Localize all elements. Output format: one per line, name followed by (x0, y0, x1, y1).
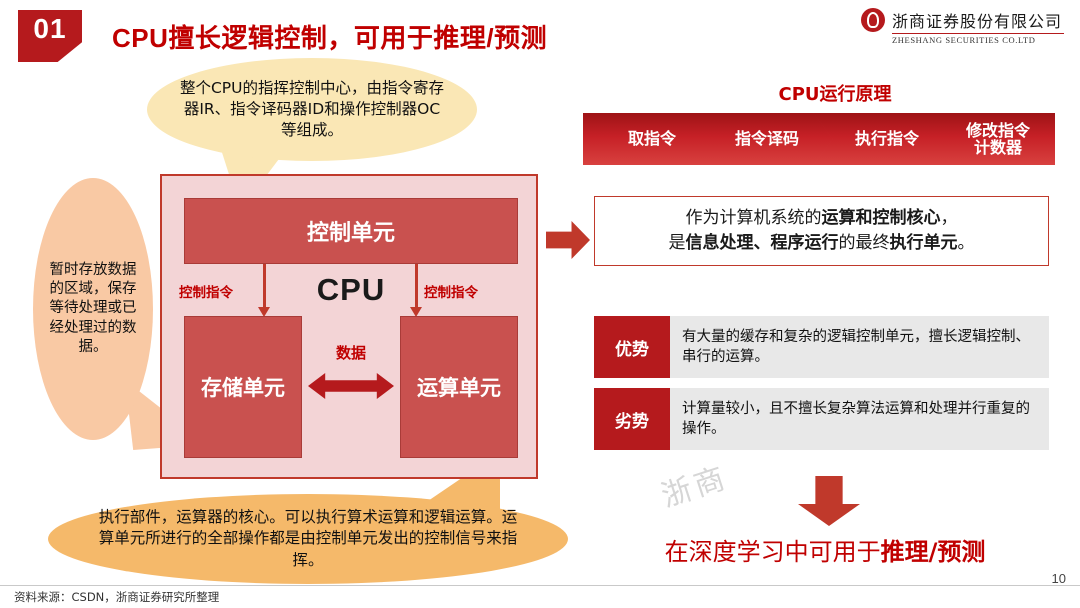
conclusion-bold: 推理/预测 (880, 538, 986, 566)
flow-step-1-label: 取指令 (627, 129, 676, 149)
flow-chart: 取指令 指令译码 执行指令 修改指令 计数器 (583, 113, 1055, 165)
cons-body: 计算量较小，且不擅长复杂算法运算和处理并行重复的操作。 (670, 388, 1049, 450)
callout-alu-unit: 执行部件，运算器的核心。可以执行算术运算和逻辑运算。运算单元所进行的全部操作都是… (48, 494, 568, 584)
cons-row: 劣势 计算量较小，且不擅长复杂算法运算和处理并行重复的操作。 (594, 388, 1049, 450)
logo-divider (892, 33, 1064, 34)
company-name-cn: 浙商证券股份有限公司 (892, 12, 1063, 31)
callout-alu-unit-text: 执行部件，运算器的核心。可以执行算术运算和逻辑运算。运算单元所进行的全部操作都是… (98, 508, 518, 569)
conclusion-plain: 在深度学习中可用于 (664, 538, 881, 566)
pros-body: 有大量的缓存和复杂的逻辑控制单元，擅长逻辑控制、串行的运算。 (670, 316, 1049, 378)
label-control-signal-right: 控制指令 (424, 285, 478, 301)
company-name-en: ZHESHANG SECURITIES CO.LTD (892, 35, 1036, 45)
summary-text: 作为计算机系统的运算和控制核心， 是信息处理、程序运行的最终执行单元。 (612, 206, 1032, 255)
pros-cons-list: 优势 有大量的缓存和复杂的逻辑控制单元，擅长逻辑控制、串行的运算。 劣势 计算量… (594, 316, 1049, 460)
cpu-block-alu-unit: 运算单元 (400, 316, 518, 458)
summary-line2-bold-a: 信息处理、程序运行 (685, 233, 839, 253)
section-number-text: 01 (33, 13, 67, 44)
callout-control-unit: 整个CPU的指挥控制中心，由指令寄存器IR、指令译码器ID和操作控制器OC等组成… (147, 58, 477, 161)
company-mark-icon (861, 8, 885, 32)
cons-text: 计算量较小，且不擅长复杂算法运算和处理并行重复的操作。 (682, 401, 1030, 437)
pros-tag: 优势 (594, 316, 670, 378)
cpu-block-storage-unit: 存储单元 (184, 316, 302, 458)
summary-line2-bold-b: 执行单元 (889, 233, 958, 253)
source-note: 资料来源：CSDN，浙商证券研究所整理 (14, 590, 220, 604)
summary-line2-plain-b: 的最终 (838, 233, 890, 253)
arrow-data-bidirectional-icon (308, 373, 394, 399)
callout-storage-unit: 暂时存放数据的区域，保存等待处理或已经处理过的数据。 (33, 178, 153, 440)
cpu-diagram: 控制单元 CPU 控制指令 控制指令 存储单元 运算单元 数据 (160, 174, 538, 479)
company-logo: 浙商证券股份有限公司 ZHESHANG SECURITIES CO.LTD (861, 8, 1064, 45)
cpu-chip-label: CPU (316, 272, 386, 307)
flow-title: CPU运行原理 (778, 84, 892, 105)
page-title: CPU擅长逻辑控制，可用于推理/预测 (112, 23, 548, 53)
flow-step-2-label: 指令译码 (734, 129, 799, 149)
flow-step-3: 执行指令 (813, 113, 953, 165)
summary-line2-plain-c: 。 (957, 233, 975, 253)
cpu-block-control-unit: 控制单元 (184, 198, 518, 264)
watermark: 浙商 (657, 460, 733, 515)
summary-line1-plain-a: 作为计算机系统的 (685, 208, 822, 229)
pros-text: 有大量的缓存和复杂的逻辑控制单元，擅长逻辑控制、串行的运算。 (682, 329, 1030, 365)
summary-line1-plain-b: ， (940, 208, 958, 229)
flow-step-2: 指令译码 (693, 113, 833, 165)
label-control-signal-left: 控制指令 (179, 285, 233, 301)
page-number: 10 (1051, 571, 1066, 586)
arrow-right-icon (546, 221, 590, 259)
summary-line1-bold: 运算和控制核心 (821, 208, 941, 229)
flow-step-4-label: 修改指令 计数器 (965, 120, 1030, 157)
flow-step-4: 修改指令 计数器 (933, 113, 1055, 165)
flow-step-1: 取指令 (583, 113, 713, 165)
summary-box: 作为计算机系统的运算和控制核心， 是信息处理、程序运行的最终执行单元。 (594, 196, 1049, 266)
arrow-down-icon (798, 476, 860, 526)
arrow-control-to-storage-icon (258, 264, 270, 317)
cons-tag: 劣势 (594, 388, 670, 450)
summary-line2-plain-a: 是 (668, 233, 686, 253)
label-data: 数据 (335, 344, 366, 362)
conclusion-text: 在深度学习中可用于推理/预测 (600, 532, 1050, 567)
flow-step-3-label: 执行指令 (854, 129, 919, 149)
arrow-control-to-alu-icon (410, 264, 422, 317)
callout-storage-unit-text: 暂时存放数据的区域，保存等待处理或已经处理过的数据。 (49, 262, 137, 355)
pros-row: 优势 有大量的缓存和复杂的逻辑控制单元，擅长逻辑控制、串行的运算。 (594, 316, 1049, 378)
callout-control-unit-text: 整个CPU的指挥控制中心，由指令寄存器IR、指令译码器ID和操作控制器OC等组成… (179, 79, 445, 139)
footer-divider (0, 585, 1080, 586)
section-number-badge: 01 (18, 10, 82, 62)
